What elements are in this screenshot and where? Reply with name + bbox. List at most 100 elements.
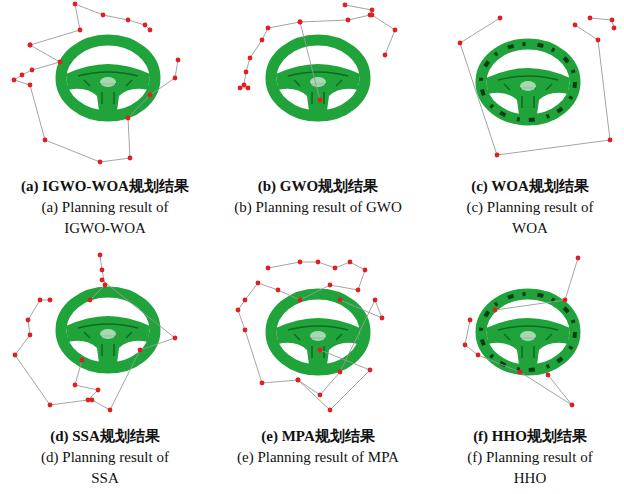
wheel-hub <box>486 68 570 115</box>
planning-panel <box>458 16 617 158</box>
waypoint <box>173 76 178 81</box>
waypoint <box>80 358 85 363</box>
waypoint <box>238 86 243 91</box>
waypoint <box>266 26 271 31</box>
waypoint <box>48 403 53 408</box>
waypoint <box>58 60 63 65</box>
panel-caption: (b) Planning result of GWO <box>203 197 433 218</box>
panel-caption: (b) GWO规划结果 <box>258 176 378 197</box>
waypoint <box>346 18 351 23</box>
waypoint <box>296 378 301 383</box>
panel-caption: (d) SSA规划结果 <box>50 426 160 447</box>
planning-panel <box>13 253 178 413</box>
steering-wheel <box>61 292 155 368</box>
wheel-detail <box>78 72 138 104</box>
waypoint <box>143 23 148 28</box>
waypoint <box>243 328 248 333</box>
planned-path <box>465 320 572 405</box>
waypoint <box>298 260 303 265</box>
panel-caption: (e) MPA规划结果 <box>261 426 374 447</box>
planned-path <box>495 258 578 310</box>
waypoint <box>173 336 178 341</box>
waypoint <box>12 78 17 83</box>
wheel-hole <box>520 81 536 91</box>
waypoint <box>343 3 348 8</box>
panel-caption: (f) HHO规划结果 <box>473 426 587 447</box>
waypoint <box>28 333 33 338</box>
planned-path <box>460 18 610 155</box>
wheel-hole <box>100 77 116 87</box>
planned-path <box>244 5 372 85</box>
planned-path <box>14 45 178 162</box>
panel-caption: (d) Planning result of SSA <box>36 447 174 489</box>
steering-wheel <box>271 40 365 116</box>
wheel-detail <box>498 326 558 358</box>
waypoint <box>498 16 503 21</box>
waypoint <box>260 38 265 43</box>
panel-caption: (a) Planning result of IGWO-WOA <box>18 197 193 239</box>
waypoint <box>333 266 338 271</box>
waypoint <box>276 288 281 293</box>
waypoint <box>108 408 113 413</box>
waypoint <box>518 370 523 375</box>
waypoint <box>246 86 251 91</box>
planned-path <box>90 255 105 300</box>
waypoint <box>328 283 333 288</box>
waypoint <box>338 298 343 303</box>
waypoint <box>73 2 78 7</box>
waypoint <box>126 18 131 23</box>
wheel-rim <box>271 294 365 370</box>
waypoint <box>570 403 575 408</box>
waypoint <box>373 298 378 303</box>
wheel-hub <box>66 64 150 111</box>
waypoint <box>88 298 93 303</box>
waypoint <box>248 56 253 61</box>
planned-path <box>372 15 395 55</box>
wheel-detail <box>498 76 558 108</box>
wheel-hole <box>310 77 326 87</box>
waypoint <box>383 53 388 58</box>
planned-path <box>590 18 614 28</box>
waypoint <box>546 373 551 378</box>
waypoint <box>468 318 473 323</box>
panel-caption: (f) Planning result of HHO <box>461 447 599 489</box>
waypoint <box>576 256 581 261</box>
wheel-hub <box>276 64 360 111</box>
wheel-hole <box>100 329 116 339</box>
waypoint <box>296 378 301 383</box>
waypoint <box>458 41 463 46</box>
waypoint <box>100 278 105 283</box>
waypoint <box>608 138 613 143</box>
planned-path <box>298 350 370 410</box>
waypoint <box>28 83 33 88</box>
waypoint <box>298 298 303 303</box>
planned-path <box>238 262 382 395</box>
panel-caption: (c) Planning result of WOA <box>461 197 599 239</box>
waypoint <box>318 98 323 103</box>
waypoint <box>363 268 368 273</box>
waypoint <box>298 20 303 25</box>
waypoint <box>98 253 103 258</box>
steering-wheel <box>271 294 365 370</box>
panel-caption: (c) WOA规划结果 <box>471 176 589 197</box>
planning-panel <box>236 260 385 413</box>
waypoint <box>28 43 33 48</box>
waypoint <box>476 353 481 358</box>
wheel-rim <box>271 40 365 116</box>
waypoint <box>243 298 248 303</box>
waypoint <box>380 316 385 321</box>
planning-panel <box>463 256 581 408</box>
waypoint <box>495 153 500 158</box>
waypoint <box>138 348 143 353</box>
wheel-shading <box>481 44 575 120</box>
waypoint <box>370 13 375 18</box>
wheel-detail <box>288 72 348 104</box>
waypoint <box>98 160 103 165</box>
planned-path <box>15 300 98 405</box>
waypoint <box>48 298 53 303</box>
waypoint <box>28 43 33 48</box>
panel-caption: (e) Planning result of MPA <box>203 447 433 468</box>
planning-panel <box>238 3 398 116</box>
waypoint <box>78 28 83 33</box>
waypoint <box>13 353 18 358</box>
